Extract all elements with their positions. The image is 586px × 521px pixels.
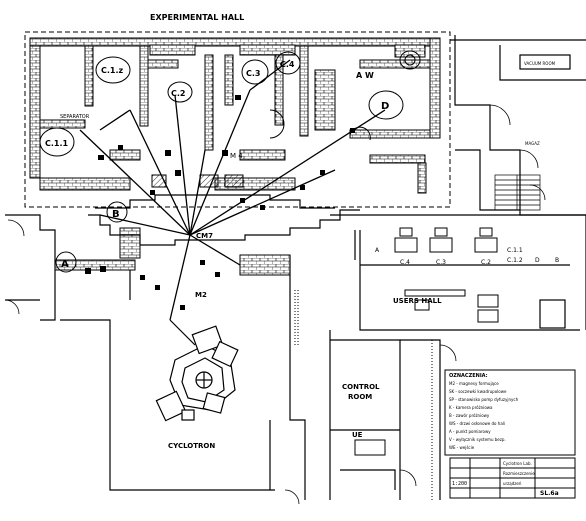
area-a-circle <box>55 251 77 273</box>
beam-elements <box>85 95 355 310</box>
experiment-chambers <box>39 50 421 157</box>
legend-row: WS - drzwi osłonowe do hali <box>449 421 505 426</box>
shielding-walls <box>29 37 441 276</box>
legend-title: OZNACZENIA: <box>449 373 488 379</box>
area-c3-label: C.3 <box>246 69 260 78</box>
titleblock-sheet: SL.6a <box>540 490 559 497</box>
legend-row: M2 - magnesy formujące <box>449 381 499 386</box>
central-pit-outline <box>88 209 360 246</box>
ue-label: UE <box>352 431 363 439</box>
title-block <box>449 457 576 499</box>
users-hall-label-c4: C.4 <box>400 259 410 266</box>
area-c1z-label: C.1.z <box>101 66 124 75</box>
legend-row: SP - stanowisko pomp dyfuzyjnych <box>449 397 519 402</box>
dotted-lines <box>294 290 433 500</box>
experimental-hall-title: EXPERIMENTAL HALL <box>150 13 244 22</box>
area-c4-label: C.4 <box>280 60 295 69</box>
area-c11-label: C.1.1 <box>45 139 69 148</box>
titleblock-scale: 1:200 <box>452 481 467 487</box>
users-hall-label-c11: C.1.1 <box>507 247 523 254</box>
stairs <box>494 174 541 211</box>
cyclotron-magnet <box>155 325 239 422</box>
control-room-title-2: ROOM <box>348 393 372 401</box>
area-d-label: D <box>381 101 389 112</box>
control-room-title-1: CONTROL <box>342 383 380 391</box>
m4-label: M 4 <box>230 152 243 160</box>
legend-row: V - wyłącznik systemu bezp. <box>449 437 506 442</box>
cm7-label: CM7 <box>196 232 213 240</box>
users-hall-label-c3: C.3 <box>436 259 446 266</box>
m2-label: M2 <box>195 291 207 299</box>
building-outline <box>5 35 586 500</box>
legend-row: WE - wejście <box>449 445 475 450</box>
legend-row: B - zawór próżniowy <box>449 413 490 418</box>
users-hall-label-c12: C.1.2 <box>507 257 523 264</box>
area-c2-label: C.2 <box>171 89 185 98</box>
cyclotron-title: CYCLOTRON <box>168 442 215 450</box>
legend-row: K - kamera próżniowa <box>449 405 493 410</box>
users-hall-label-a: A <box>375 247 380 254</box>
users-hall-label-c2: C.2 <box>481 259 491 266</box>
users-hall-equipment <box>354 227 499 456</box>
titleblock-line3: urządzeń <box>503 481 522 486</box>
users-hall-title: USERS HALL <box>393 297 442 305</box>
magazine-label: MAGAZ <box>525 141 540 146</box>
titleblock-line2: Rozmieszczenie <box>503 471 535 476</box>
area-a-label: A <box>61 259 69 270</box>
experimental-hall-boundary <box>24 31 451 208</box>
users-hall-label-d: D <box>535 257 540 264</box>
titleblock-line1: Cyclotron Lab. <box>503 461 532 466</box>
aw-label: A W <box>356 71 374 80</box>
legend-frame <box>444 369 576 456</box>
legend-row: A - punkt pomiarowy <box>449 429 491 434</box>
area-b-label: B <box>112 209 120 220</box>
area-b-circle <box>106 201 128 223</box>
separator-label: SEPARATOR <box>60 114 90 120</box>
vacuum-room-label: VACUUM ROOM <box>524 61 556 66</box>
legend-row: SK - soczewki kwadrupolowe <box>449 389 507 394</box>
users-hall-label-b: B <box>555 257 559 264</box>
